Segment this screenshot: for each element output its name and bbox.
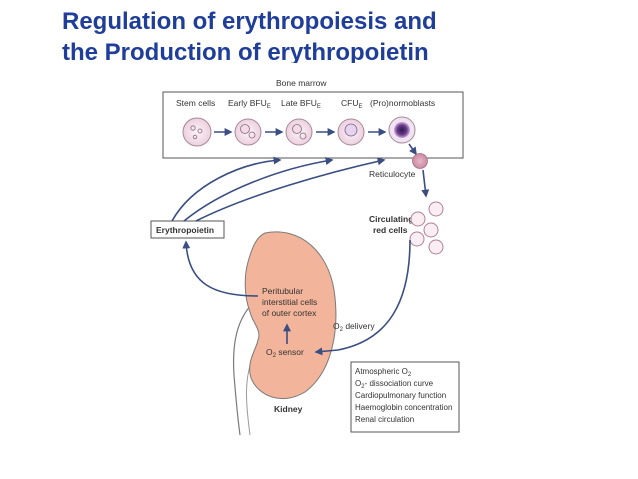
circulating-label-line2: red cells bbox=[373, 225, 408, 235]
factor-cardiopulmonary: Cardiopulmonary function bbox=[355, 391, 446, 400]
red-cell bbox=[423, 222, 439, 238]
cfu-cell bbox=[337, 118, 365, 146]
ureter-outline bbox=[232, 299, 257, 436]
red-cell-cluster bbox=[409, 201, 444, 255]
kidney-shape bbox=[244, 231, 337, 400]
factor-haemoglobin: Haemoglobin concentration bbox=[355, 403, 452, 412]
peritubular-label-line2: interstitial cells bbox=[262, 297, 317, 307]
factors-box bbox=[350, 361, 460, 433]
erythropoietin-box bbox=[150, 220, 225, 239]
arrow-kidney-to-epo bbox=[182, 240, 259, 297]
factor-o2-dissociation: O2- dissociation curve bbox=[355, 379, 434, 390]
red-cell bbox=[428, 239, 444, 255]
circulating-label-line1: Circulating bbox=[369, 214, 413, 224]
reticulocyte-cell bbox=[412, 153, 428, 169]
slide-title: Regulation of erythropoiesis and the Pro… bbox=[62, 6, 622, 63]
reticulocyte-label: Reticulocyte bbox=[369, 169, 416, 179]
title-line-1: Regulation of erythropoiesis and bbox=[62, 8, 437, 35]
stem-cell bbox=[182, 117, 212, 147]
peritubular-label-line1: Peritubular bbox=[262, 286, 303, 296]
stage-label-late-bfu: Late BFUE bbox=[281, 98, 321, 110]
red-cell bbox=[409, 231, 425, 247]
arrow-epo-to-marrow-1 bbox=[171, 156, 282, 222]
stage-label-stem-cells: Stem cells bbox=[176, 98, 215, 108]
red-cell bbox=[428, 201, 444, 217]
arrow-circulation-to-sensor bbox=[314, 239, 411, 356]
late-bfu-cell bbox=[285, 118, 313, 146]
kidney-label: Kidney bbox=[274, 404, 303, 414]
early-bfu-cell bbox=[234, 118, 262, 146]
o2-delivery-label: O2 delivery bbox=[333, 321, 375, 333]
erythropoietin-label: Erythropoietin bbox=[156, 225, 214, 235]
stage-label-pronormoblasts: (Pro)normoblasts bbox=[370, 98, 435, 108]
arrow-epo-to-marrow-2 bbox=[183, 157, 334, 222]
red-cell bbox=[410, 211, 426, 227]
arrow-epo-to-marrow-3 bbox=[195, 157, 386, 222]
arrow-normoblast-to-reticulocyte bbox=[408, 143, 417, 156]
title-line-2: the Production of erythropoietin bbox=[62, 39, 429, 63]
o2-sensor-label: O2 sensor bbox=[266, 347, 304, 359]
factor-renal-circulation: Renal circulation bbox=[355, 415, 414, 424]
pronormoblast-cell bbox=[388, 116, 416, 144]
arrow-reticulocyte-to-circulation bbox=[421, 169, 430, 198]
factor-atmospheric-o2: Atmospheric O2 bbox=[355, 367, 412, 378]
bone-marrow-label: Bone marrow bbox=[276, 78, 327, 88]
peritubular-label-line3: of outer cortex bbox=[262, 308, 317, 318]
stage-label-early-bfu: Early BFUE bbox=[228, 98, 271, 110]
stage-label-cfu: CFUE bbox=[341, 98, 363, 110]
